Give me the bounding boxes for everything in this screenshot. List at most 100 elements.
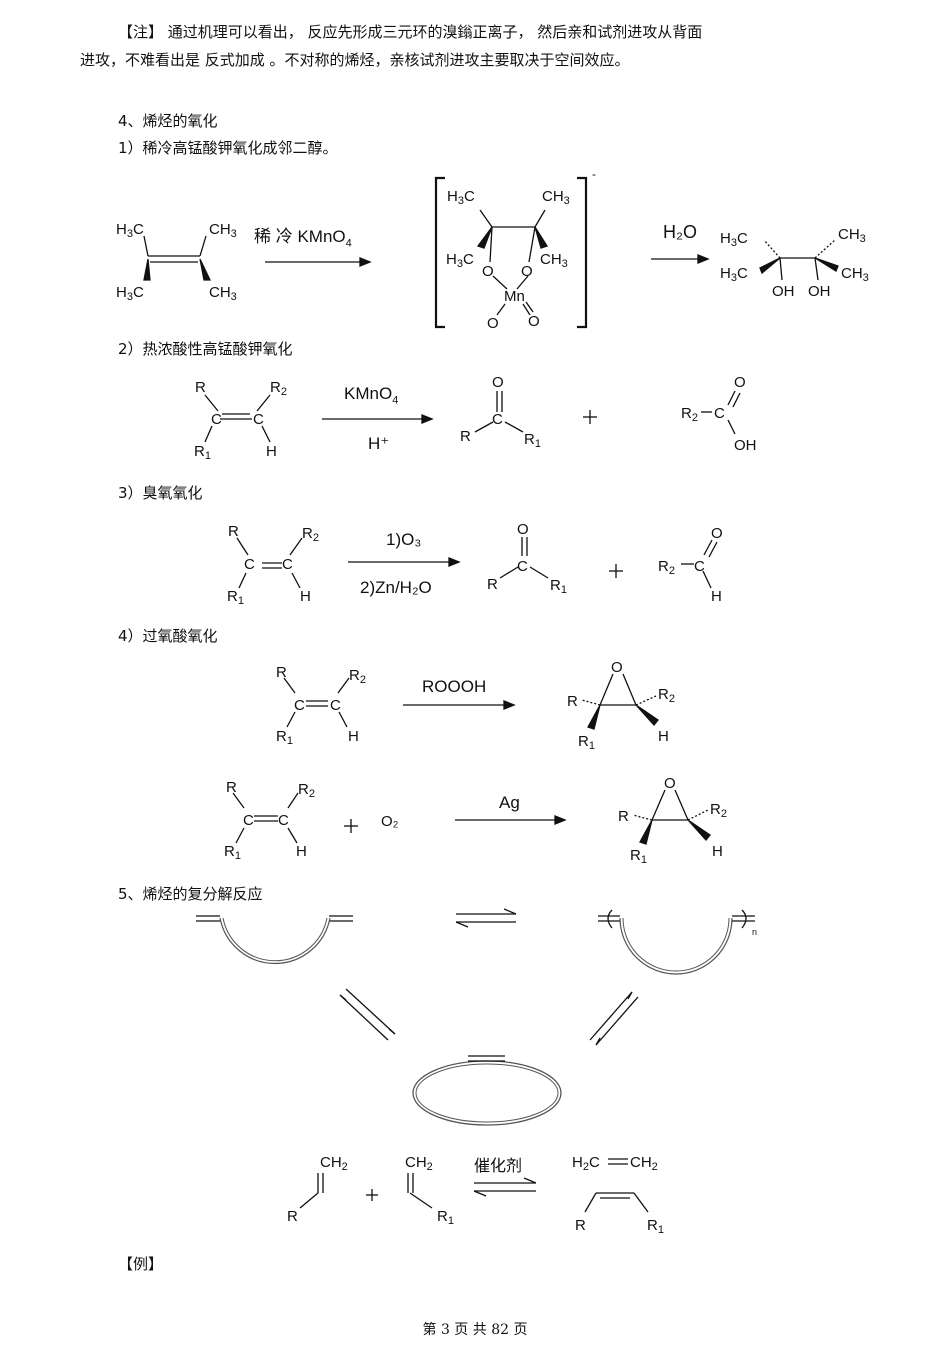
svg-text:H: H [300,588,311,605]
svg-text:R2: R2 [302,525,319,544]
svg-text:CH3: CH3 [540,251,568,270]
svg-text:R: R [226,779,237,796]
svg-text:R1: R1 [227,588,244,607]
svg-text:O: O [482,263,494,280]
svg-text:H3C: H3C [720,230,748,249]
svg-text:R: R [567,693,578,710]
svg-text:CH3: CH3 [542,188,570,207]
svg-text:H: H [266,443,277,460]
svg-text:O: O [734,374,746,391]
section-4-sub-2: 2）热浓酸性高锰酸钾氧化 [118,340,293,358]
metathesis-catalyst: 催化剂 [474,1156,523,1175]
svg-text:R2: R2 [658,686,675,705]
section-4-heading: 4、烯烃的氧化 [118,112,218,130]
svg-text:OH: OH [808,283,831,300]
svg-text:R2: R2 [270,379,287,398]
svg-text:R1: R1 [524,431,541,450]
svg-text:n: n [752,927,757,937]
svg-text:CH3: CH3 [838,226,866,245]
section-4-sub-1: 1）稀冷高锰酸钾氧化成邻二醇。 [118,139,338,157]
svg-text:C: C [694,558,705,575]
svg-text:CH2: CH2 [405,1154,433,1173]
svg-text:O: O [528,313,540,330]
reaction-1-condition: 稀 冷 KMnO4 [254,227,352,250]
svg-text:H3C: H3C [720,265,748,284]
svg-text:R: R [195,379,206,396]
svg-text:H3C: H3C [447,188,475,207]
svg-text:-: - [592,167,596,181]
svg-text:R2: R2 [658,558,675,577]
note-line-2: 进攻，不难看出是 反式加成 。不对称的烯烃，亲核试剂进攻主要取决于空间效应。 [80,51,630,69]
svg-text:R1: R1 [647,1217,664,1236]
svg-text:R: R [276,664,287,681]
svg-text:C: C [244,556,255,573]
svg-text:CH2: CH2 [320,1154,348,1173]
svg-text:R1: R1 [437,1208,454,1227]
reaction-5-catalyst: Ag [499,793,520,812]
svg-text:R: R [487,576,498,593]
svg-text:R2: R2 [349,667,366,686]
svg-text:H: H [712,843,723,860]
svg-text:C: C [294,697,305,714]
example-label: 【例】 [118,1255,164,1273]
svg-text:R1: R1 [630,847,647,866]
svg-text:CH2: CH2 [630,1154,658,1173]
svg-text:O: O [492,374,504,391]
svg-text:H: H [296,843,307,860]
svg-text:R: R [287,1208,298,1225]
reaction-5-oxygen: O₂ [381,813,399,830]
section-5-heading: 5、烯烃的复分解反应 [118,885,263,903]
reaction-2-acid: H⁺ [368,434,390,453]
svg-text:R: R [228,523,239,540]
svg-text:O: O [611,659,623,676]
svg-text:H: H [658,728,669,745]
svg-text:R2: R2 [298,781,315,800]
section-4-sub-3: 3）臭氧氧化 [118,484,203,502]
svg-text:H3C: H3C [116,284,144,303]
reaction-4-reagent: ROOOH [422,677,487,696]
reaction-2-reagent: KMnO4 [344,384,399,407]
page-footer: 第 3 页 共 82 页 [422,1322,528,1338]
svg-text:Mn: Mn [504,288,525,305]
svg-text:H: H [348,728,359,745]
section-4-sub-4: 4）过氧酸氧化 [118,627,218,645]
svg-text:C: C [253,411,264,428]
svg-text:O: O [487,315,499,332]
reaction-1-water: H₂O [663,222,697,242]
svg-text:C: C [211,411,222,428]
reaction-3-step-2: 2)Zn/H₂O [360,578,432,597]
svg-text:R1: R1 [578,733,595,752]
svg-text:C: C [243,812,254,829]
svg-text:R: R [575,1217,586,1234]
svg-text:R1: R1 [224,843,241,862]
svg-text:OH: OH [772,283,795,300]
svg-text:C: C [517,558,528,575]
svg-text:H3C: H3C [116,221,144,240]
svg-text:R1: R1 [194,443,211,462]
note-line-1: 【注】 通过机理可以看出， 反应先形成三元环的溴鎓正离子， 然后亲和试剂进攻从背… [118,23,703,41]
svg-text:H3C: H3C [446,251,474,270]
svg-text:OH: OH [734,437,757,454]
svg-text:O: O [711,525,723,542]
svg-text:H2C: H2C [572,1154,600,1173]
reaction-3-step-1: 1)O₃ [386,530,422,549]
svg-text:R1: R1 [550,577,567,596]
svg-text:R: R [618,808,629,825]
svg-text:CH3: CH3 [209,284,237,303]
svg-text:R1: R1 [276,728,293,747]
svg-text:R2: R2 [681,405,698,424]
svg-text:C: C [492,411,503,428]
svg-text:C: C [282,556,293,573]
svg-text:C: C [330,697,341,714]
svg-text:O: O [521,263,533,280]
svg-text:C: C [278,812,289,829]
svg-text:H: H [711,588,722,605]
svg-text:O: O [664,775,676,792]
svg-text:C: C [714,405,725,422]
svg-text:CH3: CH3 [209,221,237,240]
svg-text:R2: R2 [710,801,727,820]
svg-text:CH3: CH3 [841,265,869,284]
svg-text:R: R [460,428,471,445]
svg-text:O: O [517,521,529,538]
